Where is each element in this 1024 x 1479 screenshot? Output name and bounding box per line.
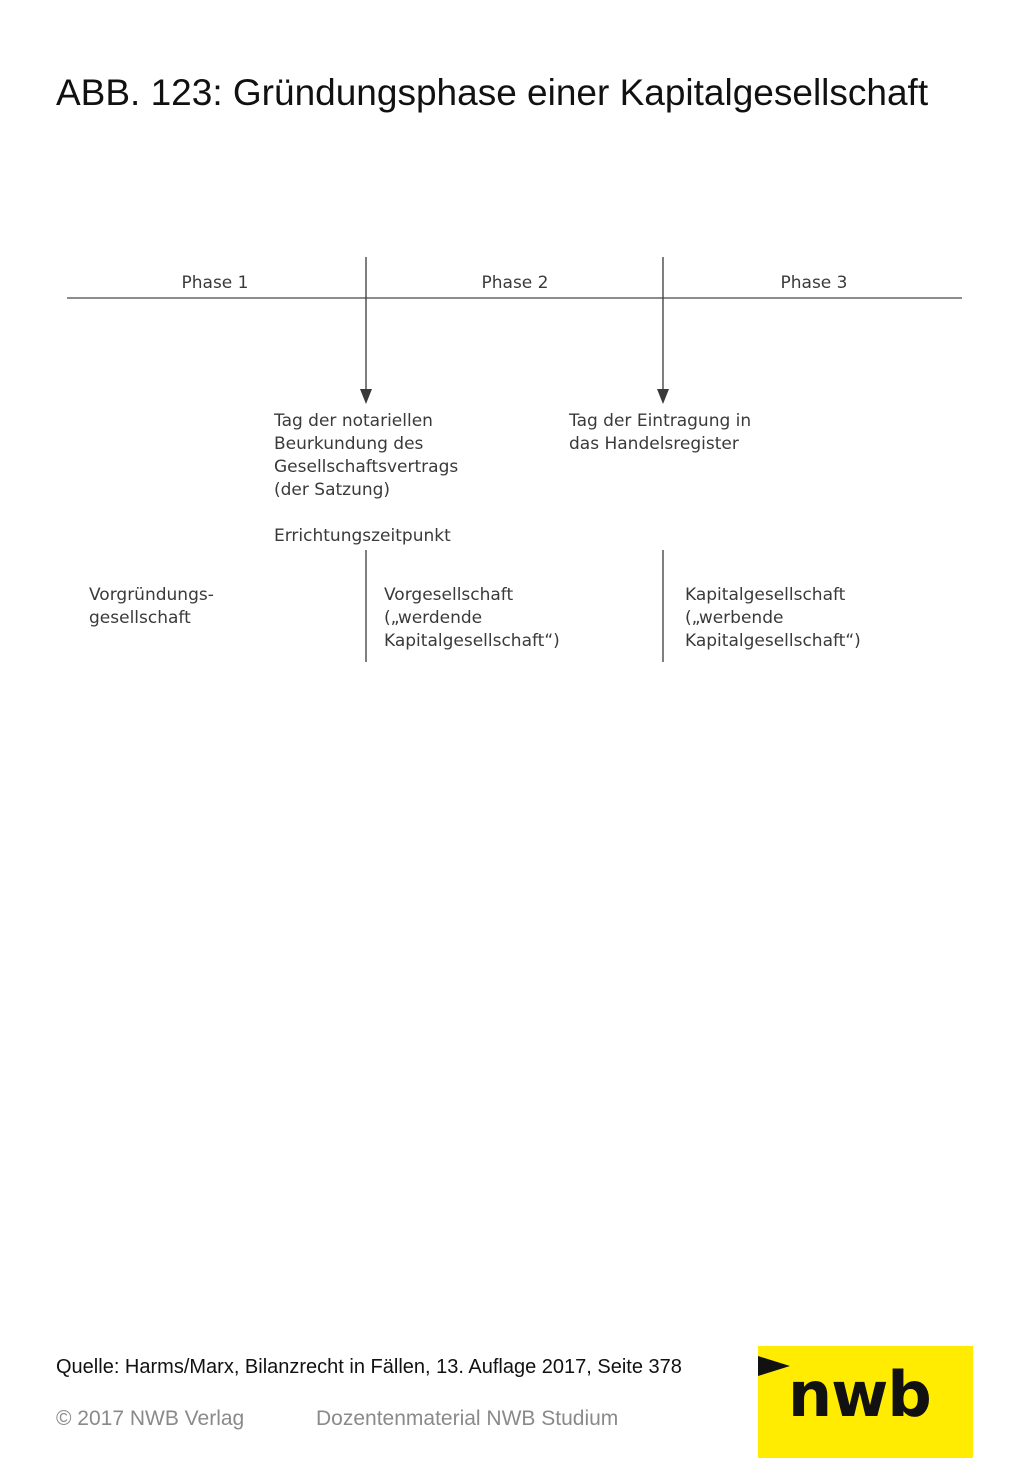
phase-label-1: Phase 1 [182, 273, 249, 293]
entity-2-line-1: Vorgesellschaft [384, 585, 513, 605]
entity-3-line-3: Kapitalgesellschaft“) [685, 631, 861, 651]
entity-1-line-2: gesellschaft [89, 608, 191, 628]
event-arrowhead-1 [360, 389, 372, 404]
footer-copyright: © 2017 NWB Verlag [56, 1407, 245, 1430]
event-1-line-1: Tag der notariellen [273, 411, 433, 431]
event-1-line-4: (der Satzung) [274, 480, 390, 500]
footer-material: Dozentenmaterial NWB Studium [316, 1407, 619, 1430]
entity-1-line-1: Vorgründungs- [89, 585, 214, 605]
logo-text: nwb [788, 1358, 932, 1431]
event-2-line-1: Tag der Eintragung in [568, 411, 751, 431]
page-title: ABB. 123: Gründungsphase einer Kapitalge… [56, 72, 929, 113]
event-1-line-3: Gesellschaftsvertrags [274, 457, 458, 477]
entity-2-line-3: Kapitalgesellschaft“) [384, 631, 560, 651]
entity-3-line-2: („werbende [685, 608, 783, 628]
event-1-line-2: Beurkundung des [274, 434, 424, 454]
founding-phases-diagram: Phase 1 Phase 2 Phase 3 Tag der notariel… [67, 257, 962, 662]
event-2-line-2: das Handelsregister [569, 434, 739, 454]
source-citation: Quelle: Harms/Marx, Bilanzrecht in Fälle… [56, 1356, 682, 1378]
entity-3-line-1: Kapitalgesellschaft [685, 585, 846, 605]
event-arrowhead-2 [657, 389, 669, 404]
event-1-note: Errichtungszeitpunkt [274, 526, 451, 546]
phase-label-2: Phase 2 [482, 273, 549, 293]
entity-2-line-2: („werdende [384, 608, 482, 628]
phase-label-3: Phase 3 [781, 273, 848, 293]
nwb-logo: nwb [758, 1346, 973, 1458]
logo-arrow-icon [758, 1356, 790, 1376]
